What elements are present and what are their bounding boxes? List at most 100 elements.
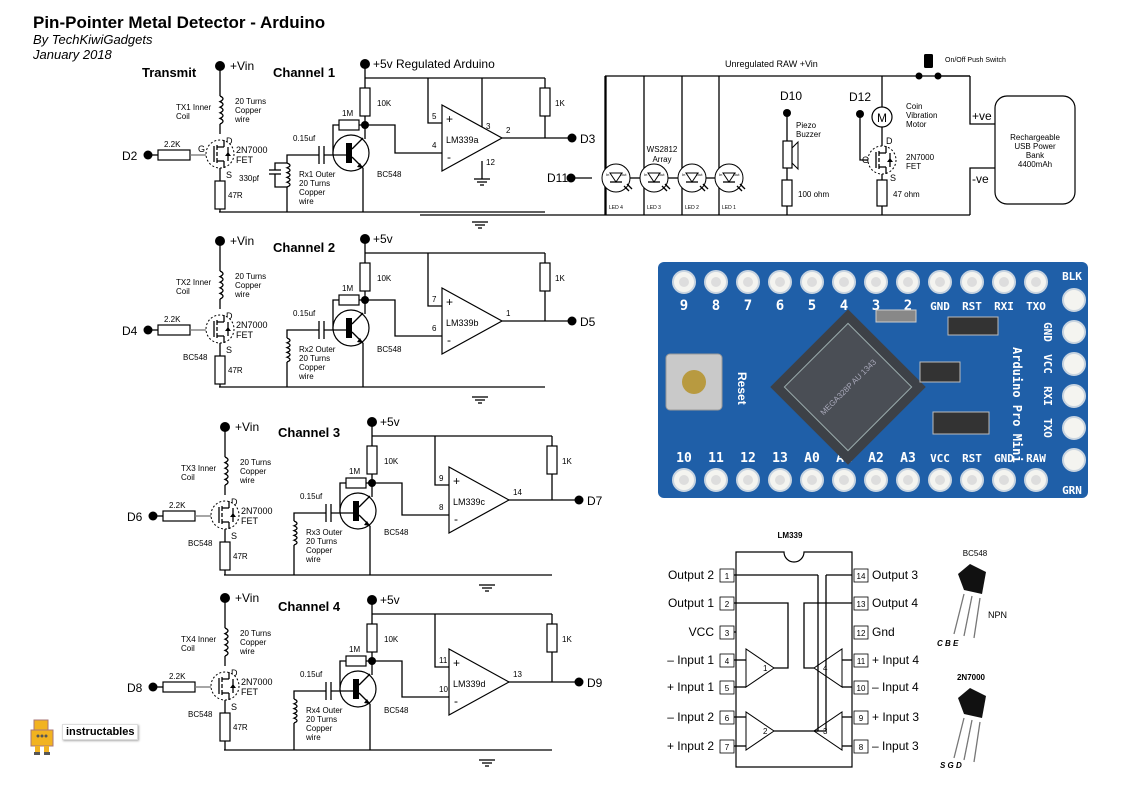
instructables-logo[interactable]: instructables xyxy=(26,716,139,761)
comparator-label: LM339b xyxy=(446,318,479,328)
lm339-pin-label: + Input 3 xyxy=(872,710,919,724)
arduino-top-pin-label: 6 xyxy=(776,298,784,314)
turns-label: Copper xyxy=(235,106,262,115)
rx-coil xyxy=(292,520,298,546)
positive-label: +ve xyxy=(972,109,992,123)
tx-coil xyxy=(218,270,224,300)
arduino-bottom-pin-label: 10 xyxy=(676,451,692,466)
rx-coil-label: Copper xyxy=(299,188,326,197)
n2n7000-label: 2N7000 xyxy=(957,673,986,682)
diode-icon xyxy=(609,172,623,183)
feedback-resistor-label: 1M xyxy=(342,284,353,293)
wire xyxy=(803,602,852,669)
pin-out-label: 14 xyxy=(513,488,522,497)
rx-coil-label: wire xyxy=(298,197,314,206)
arduino-top-pin-label: 9 xyxy=(680,298,688,314)
lead xyxy=(963,595,973,637)
wire xyxy=(969,76,995,125)
comparator-icon xyxy=(441,103,504,173)
lead xyxy=(973,597,981,639)
robot-icon xyxy=(30,719,54,755)
pullup-resistor xyxy=(366,445,378,475)
transistor-base xyxy=(346,143,352,163)
tank-capacitor-label: 330pf xyxy=(239,174,260,183)
tx-mosfet-icon xyxy=(205,314,235,344)
arduino-bottom-pin-label: RAW xyxy=(1026,452,1046,465)
lm339-chip-outline xyxy=(735,551,853,768)
comparator-number: 1 xyxy=(763,664,768,673)
turns-label: Copper xyxy=(240,638,267,647)
tx-coil-label: Coil xyxy=(176,112,190,121)
transistor-base xyxy=(346,318,352,338)
pullup-resistor-label: 10K xyxy=(384,635,399,644)
pin-hole xyxy=(839,475,849,485)
diode-icon xyxy=(225,152,231,156)
tx-transistor-label: BC548 xyxy=(188,710,213,719)
bc548-label: BC548 xyxy=(963,549,988,558)
fet-label: FET xyxy=(236,155,254,165)
output-pullup-resistor xyxy=(539,87,551,117)
wire xyxy=(372,482,449,516)
output-resistor-label: 1K xyxy=(555,99,565,108)
gate-resistor-label: 2.2K xyxy=(169,501,186,510)
led-in-label: In xyxy=(644,172,647,177)
source-label: S xyxy=(226,345,232,355)
pin-hole xyxy=(903,475,913,485)
arduino-bottom-pin-label: 12 xyxy=(740,451,756,466)
ground-icon xyxy=(472,221,488,229)
diode-icon xyxy=(230,513,236,517)
led-out-label: Out xyxy=(658,172,665,177)
lm339-pin-number: 5 xyxy=(725,684,730,693)
pin-hole xyxy=(967,277,977,287)
buzzer-resistor xyxy=(781,179,793,207)
plus-sign: + xyxy=(446,112,453,126)
gate-resistor xyxy=(157,324,191,336)
tx-mosfet-icon xyxy=(205,139,235,169)
rx-coil xyxy=(285,337,291,363)
arduino-bottom-pin-label: 11 xyxy=(708,451,724,466)
header-pin xyxy=(1062,448,1086,472)
led-label: LED 2 xyxy=(685,205,699,211)
pin-hole xyxy=(935,277,945,287)
emitter-arrow-icon xyxy=(364,699,370,704)
feedback-resistor-label: 1M xyxy=(342,109,353,118)
pin-hole xyxy=(743,277,753,287)
drain-label: D xyxy=(231,497,238,507)
turns-label: 20 Turns xyxy=(235,272,266,281)
source-resistor-label: 47R xyxy=(228,191,243,200)
motor-fet-label: FET xyxy=(906,162,921,171)
pin-hole xyxy=(1031,475,1041,485)
pin-hole xyxy=(807,277,817,287)
raw-supply-label: Unregulated RAW +Vin xyxy=(725,59,818,69)
source-resistor xyxy=(214,355,226,385)
ground-icon xyxy=(479,584,495,592)
lead xyxy=(953,717,965,759)
source-resistor xyxy=(219,541,231,571)
motor-label: Coin xyxy=(906,102,922,111)
diode-icon xyxy=(685,172,699,183)
buzzer-label: Piezo xyxy=(796,121,817,130)
reset-button-knob xyxy=(682,370,706,394)
date: January 2018 xyxy=(33,47,112,62)
lm339-pin-box xyxy=(853,710,869,725)
output-resistor-label: 1K xyxy=(562,457,572,466)
supply-label: +5v xyxy=(380,415,400,429)
motor-fet-label: 2N7000 xyxy=(906,153,935,162)
vin-label: +Vin xyxy=(235,591,259,605)
chip-body xyxy=(783,322,913,452)
pin-hole xyxy=(743,475,753,485)
tx-transistor-label: BC548 xyxy=(183,353,208,362)
pin-minus-label: 4 xyxy=(432,141,437,150)
reset-label: Reset xyxy=(735,372,749,405)
lm339-pin-label: Output 2 xyxy=(668,568,714,582)
capacitor-c10v xyxy=(932,411,990,435)
wire xyxy=(351,312,364,325)
source-label: S xyxy=(226,170,232,180)
transmit-label: Transmit xyxy=(142,65,197,80)
motor-resistor xyxy=(876,179,888,207)
pullup-resistor-label: 10K xyxy=(377,274,392,283)
channel-title: Channel 1 xyxy=(273,65,335,80)
comparator-label: LM339c xyxy=(453,497,486,507)
arduino-bottom-pin-label: A0 xyxy=(804,451,820,466)
